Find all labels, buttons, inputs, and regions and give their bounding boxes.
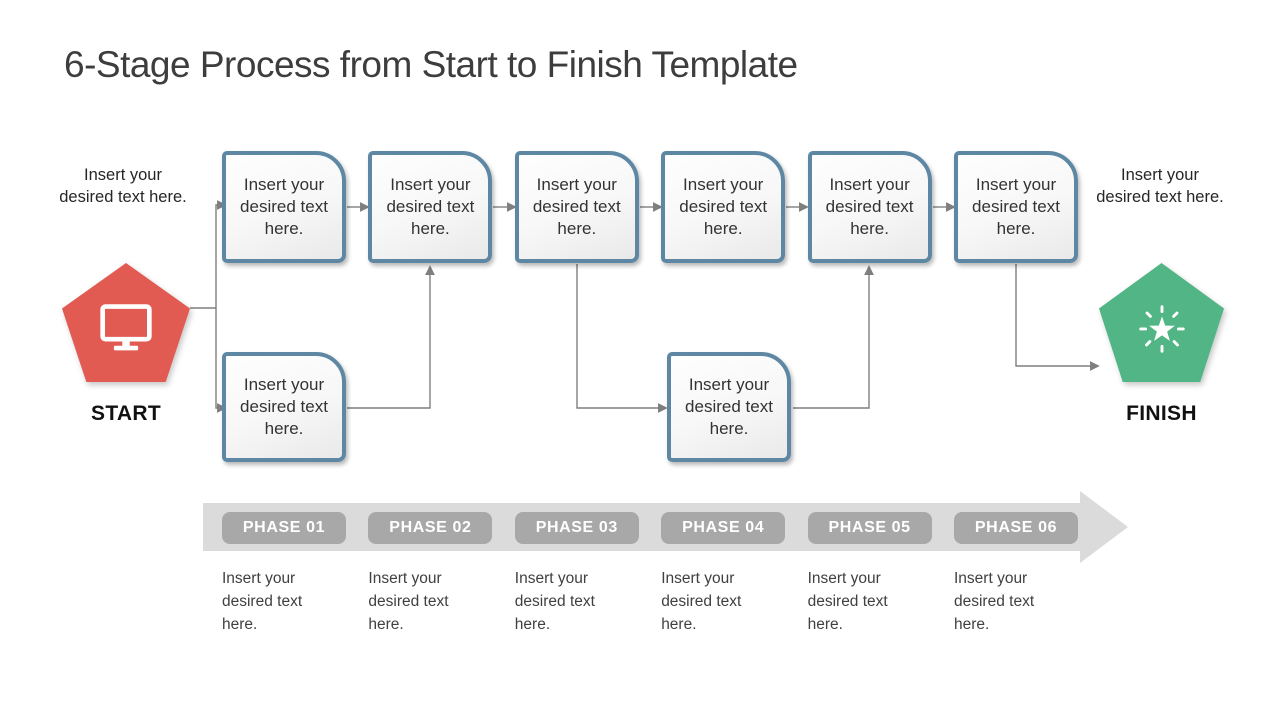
phase-description-1[interactable]: Insert your desired text here. xyxy=(222,570,303,633)
phase-description-5[interactable]: Insert your desired text here. xyxy=(807,570,888,633)
phase-chip-3[interactable]: PHASE 03 xyxy=(514,512,639,544)
phase-description-4[interactable]: Insert your desired text here. xyxy=(661,570,742,633)
phase-chip-1[interactable]: PHASE 01 xyxy=(222,512,346,544)
process-box-5[interactable]: Insert your desired text here. xyxy=(807,151,932,263)
connector-box6-to-finish xyxy=(1015,264,1100,371)
process-box-3[interactable]: Insert your desired text here. xyxy=(514,151,639,263)
process-box-text: Insert your desired text here. xyxy=(532,175,621,238)
phase-chip-5[interactable]: PHASE 05 xyxy=(807,512,932,544)
start-note[interactable]: Insert your desired text here. xyxy=(59,166,187,206)
phase-chip-label: PHASE 05 xyxy=(828,519,911,536)
finish-label: FINISH xyxy=(1126,402,1197,425)
start-label: START xyxy=(91,402,161,425)
process-box-text: Insert your desired text here. xyxy=(685,375,773,438)
phase-description-3[interactable]: Insert your desired text here. xyxy=(514,570,595,633)
phase-description-2[interactable]: Insert your desired text here. xyxy=(368,570,449,633)
process-box-text: Insert your desired text here. xyxy=(240,375,328,438)
sparkle-star-icon xyxy=(1138,304,1185,353)
finish-pentagon[interactable] xyxy=(1099,263,1224,382)
phase-chip-2[interactable]: PHASE 02 xyxy=(368,512,493,544)
branch-box-2[interactable]: Insert your desired text here. xyxy=(667,352,791,462)
process-box-text: Insert your desired text here. xyxy=(679,175,768,238)
slide-title: 6-Stage Process from Start to Finish Tem… xyxy=(64,44,798,85)
branch-box-1[interactable]: Insert your desired text here. xyxy=(222,352,346,462)
process-box-6[interactable]: Insert your desired text here. xyxy=(954,151,1078,263)
phase-chip-4[interactable]: PHASE 04 xyxy=(661,512,786,544)
phase-chip-label: PHASE 04 xyxy=(682,519,765,536)
connector-branch2-to-box5 xyxy=(793,265,874,409)
finish-note[interactable]: Insert your desired text here. xyxy=(1096,166,1224,206)
process-box-text: Insert your desired text here. xyxy=(825,175,914,238)
connector-start-to-branch1 xyxy=(215,308,227,413)
phase-description-6[interactable]: Insert your desired text here. xyxy=(954,570,1035,633)
process-box-2[interactable]: Insert your desired text here. xyxy=(368,151,493,263)
process-box-text: Insert your desired text here. xyxy=(240,175,328,238)
phase-chip-label: PHASE 01 xyxy=(242,519,326,536)
phase-chip-label: PHASE 02 xyxy=(389,519,472,536)
monitor-icon xyxy=(100,303,152,350)
process-box-1[interactable]: Insert your desired text here. xyxy=(222,151,346,263)
process-box-text: Insert your desired text here. xyxy=(386,175,475,238)
start-pentagon[interactable] xyxy=(62,263,190,382)
phase-chip-6[interactable]: PHASE 06 xyxy=(954,512,1078,544)
process-box-4[interactable]: Insert your desired text here. xyxy=(661,151,786,263)
connector-branch1-to-box2 xyxy=(347,265,435,409)
connector-start-to-box1 xyxy=(190,200,227,309)
phase-chip-label: PHASE 03 xyxy=(535,519,618,536)
connector-box3-to-branch2 xyxy=(576,264,668,413)
phase-chip-label: PHASE 06 xyxy=(974,519,1058,536)
process-box-text: Insert your desired text here. xyxy=(972,175,1060,238)
